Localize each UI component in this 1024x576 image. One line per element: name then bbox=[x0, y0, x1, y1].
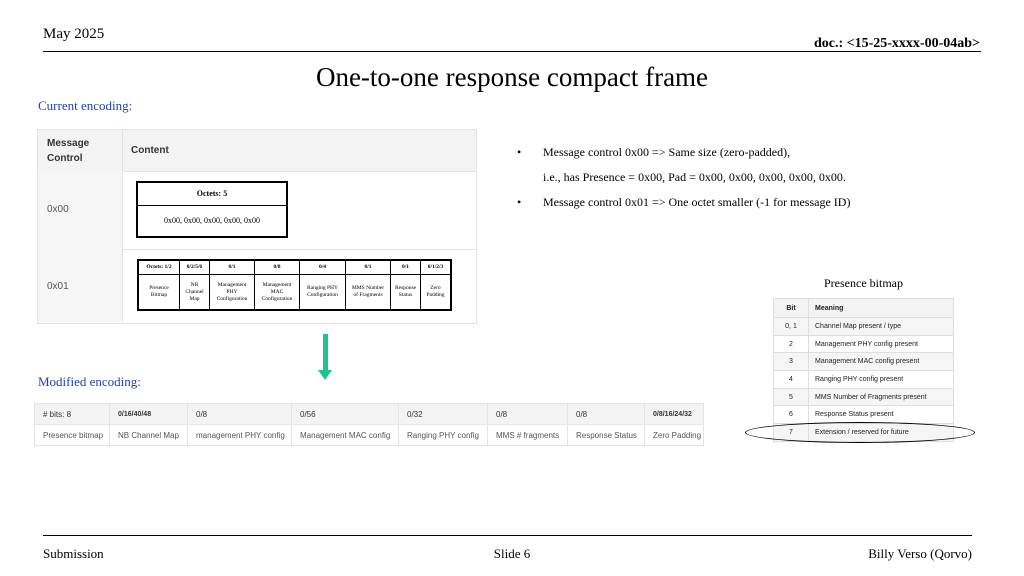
bit-cell: 3 bbox=[773, 352, 809, 372]
modified-bits-row: # bits: 8 0/16/40/48 0/8 0/56 0/32 0/8 0… bbox=[34, 403, 704, 425]
bit-cell: 4 bbox=[773, 370, 809, 389]
table-row: 2 Management PHY config present bbox=[773, 334, 954, 354]
bits-cell: 0/8/16/24/32 bbox=[644, 403, 704, 425]
header-message-control-line1: Message bbox=[47, 138, 90, 149]
header-date: May 2025 bbox=[43, 26, 105, 42]
octets-grid-header-row: Octets: 1/2 0/2/5/6 0/1 0/8 0/4 0/1 0/1 … bbox=[137, 259, 452, 275]
header-content: Content bbox=[131, 145, 169, 156]
grid-header-cell: 0/1 bbox=[209, 259, 255, 275]
bit-cell: 5 bbox=[773, 387, 809, 407]
field-cell: MMS # fragments bbox=[487, 424, 568, 446]
bullet-marker: • bbox=[517, 195, 522, 209]
presence-bitmap-header-row: Bit Meaning bbox=[773, 298, 954, 318]
table-row: 6 Response Status present bbox=[773, 405, 954, 425]
header-doc-id: doc.: <15-25-xxxx-00-04ab> bbox=[813, 36, 980, 51]
bits-cell: # bits: 8 bbox=[34, 403, 110, 425]
bits-cell: 0/8 bbox=[187, 403, 292, 425]
bits-cell: 0/16/40/48 bbox=[109, 403, 188, 425]
field-cell: NB Channel Map bbox=[109, 424, 188, 446]
meaning-cell: Management MAC config present bbox=[808, 352, 954, 372]
table-row: 5 MMS Number of Fragments present bbox=[773, 387, 954, 407]
octets-5-box: Octets: 5 0x00, 0x00, 0x00, 0x00, 0x00 bbox=[136, 181, 288, 238]
table-row: 0, 1 Channel Map present / type bbox=[773, 317, 954, 336]
grid-header-cell: 0/1/2/3 bbox=[420, 259, 452, 275]
meaning-cell: Response Status present bbox=[808, 405, 954, 425]
modified-fields-row: Presence bitmap NB Channel Map managemen… bbox=[34, 424, 704, 446]
meaning-cell: Ranging PHY config present bbox=[808, 370, 954, 389]
bits-cell: 0/8 bbox=[567, 403, 645, 425]
table-row: 4 Ranging PHY config present bbox=[773, 370, 954, 389]
header-message-control-line2: Control bbox=[47, 153, 83, 164]
field-cell: Ranging PHY config bbox=[398, 424, 488, 446]
meaning-cell: Management PHY config present bbox=[808, 334, 954, 354]
bits-cell: 0/32 bbox=[398, 403, 488, 425]
header-bit: Bit bbox=[773, 298, 809, 318]
grid-header-cell: 0/2/5/6 bbox=[179, 259, 210, 275]
meaning-cell: Channel Map present / type bbox=[808, 317, 954, 336]
highlight-oval bbox=[745, 422, 975, 443]
header-meaning: Meaning bbox=[808, 298, 954, 318]
bits-cell: 0/56 bbox=[291, 403, 399, 425]
current-table-header-row: Message Control Content bbox=[38, 130, 476, 172]
presence-bitmap-table: Bit Meaning 0, 1 Channel Map present / t… bbox=[773, 298, 954, 442]
field-cell: Response Status bbox=[567, 424, 645, 446]
control-value-0x00: 0x00 bbox=[47, 204, 69, 215]
bit-cell: 6 bbox=[773, 405, 809, 425]
grid-header-cell: 0/1 bbox=[345, 259, 391, 275]
field-cell: Zero Padding bbox=[644, 424, 704, 446]
current-table-row-0x00: 0x00 bbox=[38, 171, 476, 250]
bits-cell: 0/8 bbox=[487, 403, 568, 425]
current-encoding-table: Message Control Content 0x00 0x01 Octets… bbox=[37, 129, 477, 324]
field-cell: management PHY config bbox=[187, 424, 292, 446]
footer-divider bbox=[43, 535, 972, 536]
table-row: 3 Management MAC config present bbox=[773, 352, 954, 372]
bullet-text: Message control 0x01 => One octet smalle… bbox=[543, 195, 851, 209]
slide-title: One-to-one response compact frame bbox=[315, 62, 709, 92]
grid-header-cell: Octets: 1/2 bbox=[137, 259, 180, 275]
arrow-down-icon bbox=[323, 334, 328, 372]
footer-slide-number: Slide 6 bbox=[493, 546, 531, 561]
octets-5-header: Octets: 5 bbox=[138, 183, 286, 206]
field-cell: Management MAC config bbox=[291, 424, 399, 446]
meaning-cell: MMS Number of Fragments present bbox=[808, 387, 954, 407]
bit-cell: 0, 1 bbox=[773, 317, 809, 336]
octets-5-value: 0x00, 0x00, 0x00, 0x00, 0x00 bbox=[164, 216, 260, 225]
octets-field-grid: Octets: 1/2 0/2/5/6 0/1 0/8 0/4 0/1 0/1 … bbox=[137, 259, 452, 311]
bullet-text: Message control 0x00 => Same size (zero-… bbox=[543, 145, 791, 159]
current-encoding-label: Current encoding: bbox=[38, 98, 133, 113]
presence-bitmap-title: Presence bitmap bbox=[824, 276, 903, 290]
current-table-row-0x01: 0x01 bbox=[38, 249, 476, 322]
header-divider bbox=[43, 51, 981, 52]
modified-encoding-label: Modified encoding: bbox=[38, 374, 141, 389]
bullet-marker: • bbox=[517, 145, 522, 159]
footer-author: Billy Verso (Qorvo) bbox=[868, 546, 972, 561]
control-value-0x01: 0x01 bbox=[47, 281, 69, 292]
bullet-text: i.e., has Presence = 0x00, Pad = 0x00, 0… bbox=[543, 170, 846, 184]
arrow-down-head-icon bbox=[318, 370, 332, 380]
modified-encoding-table: # bits: 8 0/16/40/48 0/8 0/56 0/32 0/8 0… bbox=[34, 403, 704, 446]
grid-header-cell: 0/1 bbox=[390, 259, 421, 275]
bit-cell: 2 bbox=[773, 334, 809, 354]
grid-header-cell: 0/8 bbox=[254, 259, 300, 275]
field-cell: Presence bitmap bbox=[34, 424, 110, 446]
grid-header-cell: 0/4 bbox=[299, 259, 346, 275]
footer-submission: Submission bbox=[43, 546, 104, 561]
